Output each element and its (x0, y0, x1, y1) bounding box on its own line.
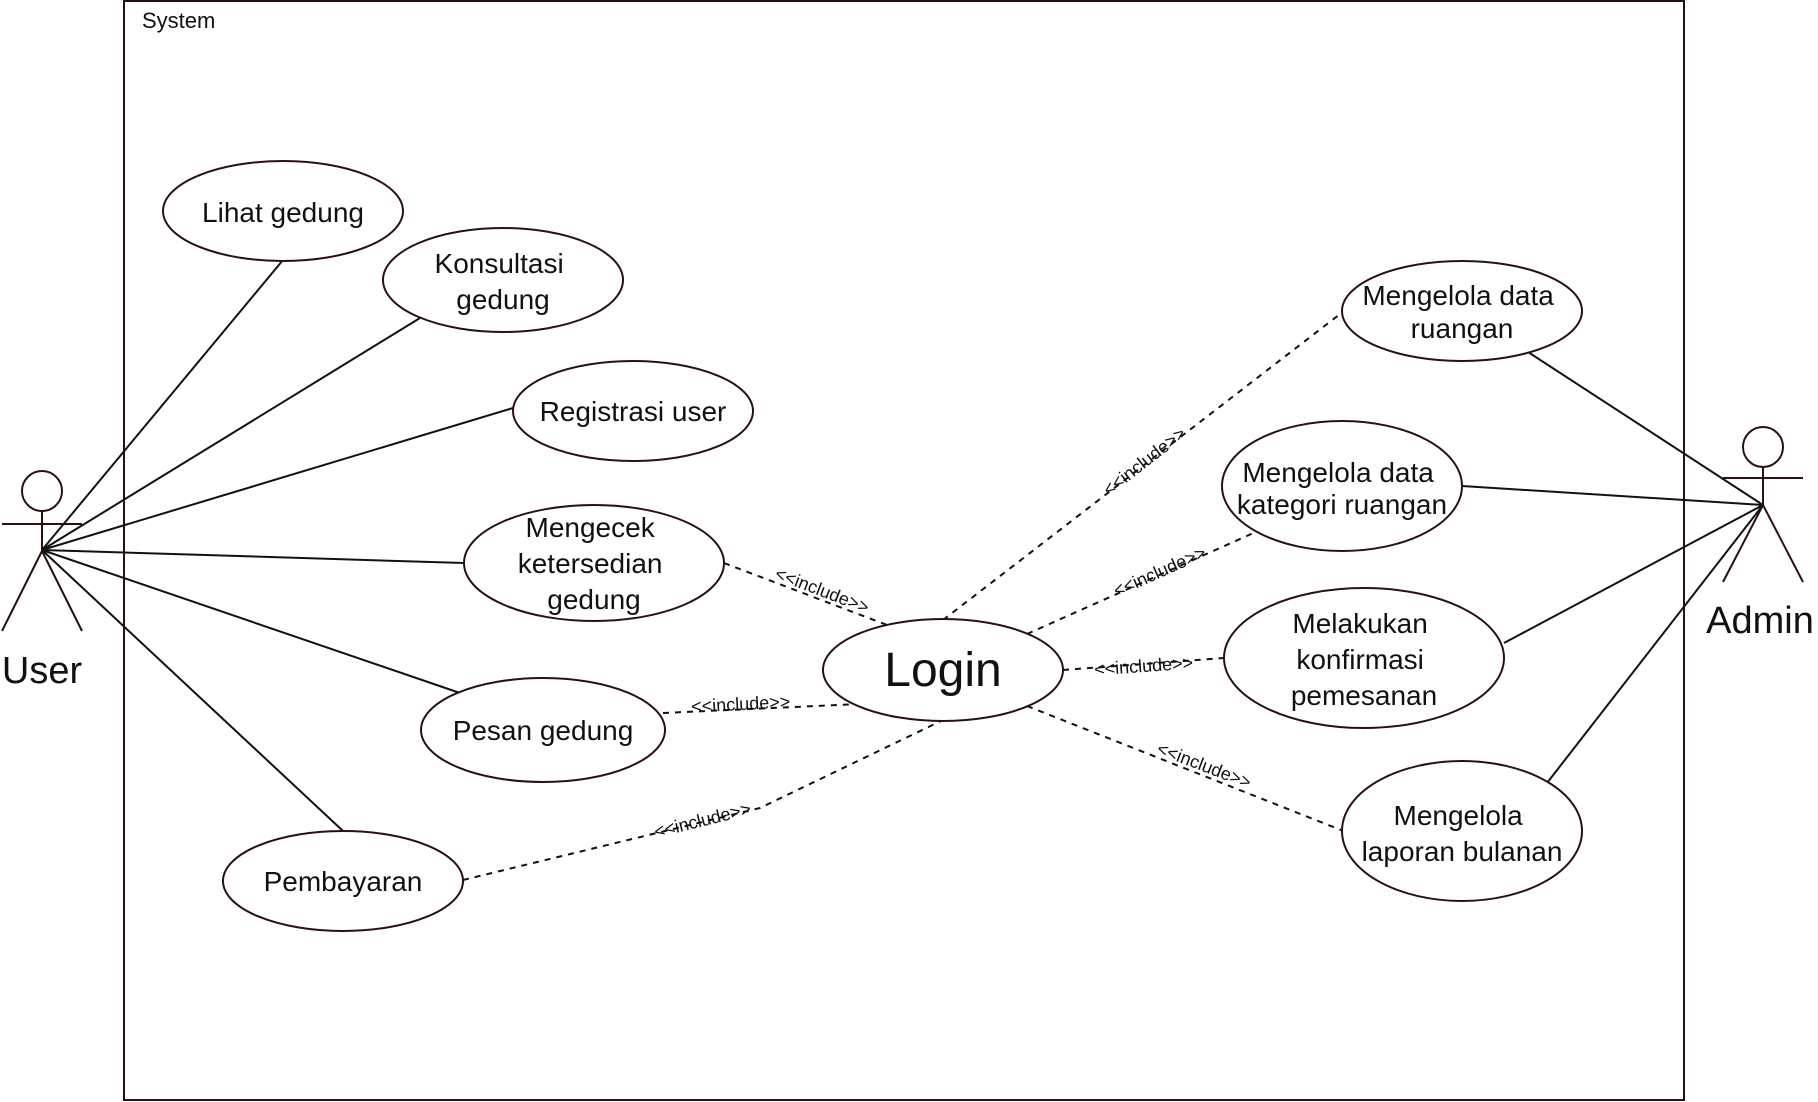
svg-text:Lihat gedung: Lihat gedung (202, 197, 364, 228)
assoc-admin-laporan (1546, 504, 1764, 784)
include-label-ruangan: <<include>> (1099, 423, 1189, 500)
use-case-label: konfirmasi (1296, 644, 1424, 675)
svg-text:Login: Login (884, 644, 1001, 697)
use-case-label: Mengelola (1394, 800, 1524, 831)
use-case-label: laporan bulanan (1362, 836, 1563, 867)
assoc-user-mengecek (41, 549, 465, 564)
assoc-user-konsultasi-gedung (41, 317, 421, 551)
include-pesan-login (662, 703, 861, 714)
system-label: System (142, 8, 215, 33)
use-case-label: Konsultasi (435, 248, 564, 279)
use-case-pembayaran[interactable]: Pembayaran (222, 830, 464, 932)
include-label-konfirmasi: <<include>> (1093, 653, 1193, 680)
use-case-label: ketersedian (518, 548, 663, 579)
use-case-konfirmasi-pemesanan[interactable]: Melakukan konfirmasi pemesanan (1223, 587, 1505, 729)
use-case-label: gedung (456, 284, 549, 315)
include-mengecek-login (723, 562, 888, 626)
use-case-lihat-gedung[interactable]: Lihat gedung (162, 160, 404, 262)
actor-label-admin: Admin (1706, 600, 1814, 642)
stick-figure-icon (1722, 426, 1804, 583)
svg-text:Mengelola laporan bulana: Mengelola laporan bulanan (1362, 800, 1563, 867)
use-case-mengelola-ruangan[interactable]: Mengelola data ruangan (1341, 260, 1583, 362)
use-case-label: Mengecek (526, 512, 656, 543)
svg-text:Registrasi user: Registrasi user (540, 396, 727, 427)
actor-user[interactable]: User (1, 470, 83, 692)
use-case-login[interactable]: Login (822, 618, 1064, 722)
stick-figure-icon (1, 470, 83, 632)
include-label-mengecek: <<include>> (772, 563, 872, 617)
use-case-registrasi-user[interactable]: Registrasi user (512, 360, 754, 462)
assoc-admin-ruangan (1527, 351, 1764, 506)
use-case-label: Pesan gedung (453, 715, 634, 746)
svg-text:Mengecek ketersedian: Mengecek ketersedian gedung (518, 512, 671, 615)
svg-text:Melakukan konfirmasi: Melakukan konfirmasi pemesanan (1291, 608, 1437, 711)
include-login-laporan (1026, 705, 1347, 833)
actor-label-user: User (2, 650, 83, 692)
use-case-mengelola-kategori[interactable]: Mengelola data kategori ruangan (1221, 420, 1463, 552)
assoc-user-registrasi-user (41, 407, 514, 551)
use-case-label: Lihat gedung (202, 197, 364, 228)
assoc-admin-konfirmasi (1503, 504, 1764, 644)
use-case-label: Login (884, 644, 1001, 697)
use-case-label: Melakukan (1292, 608, 1427, 639)
include-pembayaran-login (462, 719, 944, 881)
include-label-kategori: <<include>> (1110, 542, 1209, 601)
assoc-admin-kategori (1461, 485, 1764, 506)
svg-text:Konsultasi gedung: Konsultasi gedung (435, 248, 572, 315)
use-case-label: ruangan (1411, 313, 1514, 344)
use-case-label: Registrasi user (540, 396, 727, 427)
use-case-label: gedung (547, 584, 640, 615)
use-case-label: kategori ruangan (1237, 489, 1447, 520)
use-case-label: Mengelola data (1362, 280, 1554, 311)
use-case-laporan-bulanan[interactable]: Mengelola laporan bulanan (1341, 760, 1583, 902)
actor-admin[interactable]: Admin (1706, 426, 1814, 642)
svg-text:Mengelola data kategori: Mengelola data kategori ruangan (1237, 457, 1447, 520)
include-label-pembayaran: <<include>> (652, 798, 753, 841)
include-label-pesan: <<include>> (691, 691, 791, 716)
use-case-konsultasi-gedung[interactable]: Konsultasi gedung (382, 227, 624, 333)
use-case-label: Pembayaran (264, 866, 423, 897)
include-login-konfirmasi (1062, 657, 1225, 671)
svg-text:Pesan gedung: Pesan gedung (453, 715, 634, 746)
include-login-ruangan (942, 310, 1345, 621)
use-case-pesan-gedung[interactable]: Pesan gedung (420, 677, 666, 783)
svg-text:Pembayaran: Pembayaran (264, 866, 423, 897)
use-case-mengecek-ketersediaan[interactable]: Mengecek ketersedian gedung (463, 504, 725, 622)
svg-text:Mengelola data ruangan: Mengelola data ruangan (1362, 280, 1561, 344)
system-boundary (123, 0, 1685, 1101)
assoc-user-pesan-gedung (41, 549, 461, 694)
assoc-user-pembayaran (41, 549, 344, 832)
assoc-user-lihat-gedung (41, 259, 284, 551)
use-case-label: pemesanan (1291, 680, 1437, 711)
include-label-laporan: <<include>> (1154, 738, 1254, 792)
use-case-label: Mengelola data (1242, 457, 1434, 488)
